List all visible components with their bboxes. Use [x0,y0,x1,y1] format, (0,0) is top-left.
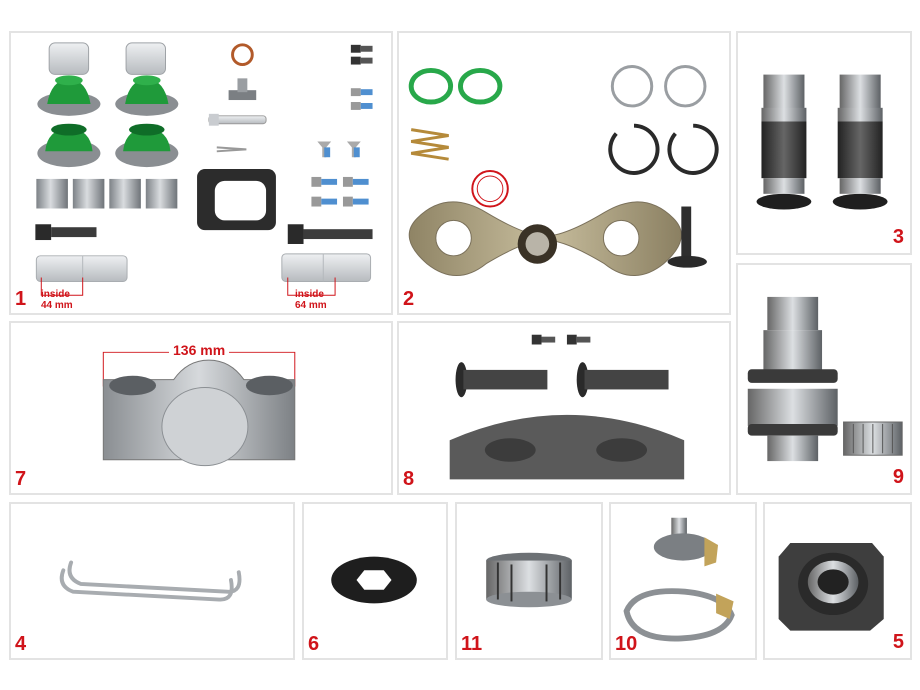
pin-icon [208,113,267,126]
wire-clip-icon [59,560,242,602]
inside-diameter-label-left: inside 44 mm [41,289,73,311]
panel-number: 7 [15,468,27,490]
seal-ring-icon [231,43,254,67]
inside-label: inside [41,289,70,300]
panel-number: 2 [403,288,415,310]
carrier-plate-icon [449,414,685,480]
panel-7-illustration [102,351,296,467]
panel-number: 6 [308,633,320,655]
bolt-icon [287,224,373,244]
panel-5-illustration [778,543,884,631]
panel-9-illustration [747,296,903,462]
gasket-icon [197,169,276,231]
needle-bearing-icon [843,421,903,456]
dust-cap-icon [48,42,166,75]
green-boot-icon [37,75,179,168]
panel-6-washer[interactable]: 6 [302,502,448,660]
panel-11-bearing[interactable]: 11 [455,502,603,660]
panel-2-plate-kit[interactable]: 2 [397,31,731,315]
inside-value: 44 mm [41,300,73,311]
stud-bolt-icon [455,362,669,398]
panel-1-illustration [35,42,373,296]
panel-4-illustration [59,560,242,602]
panel-6-illustration [331,556,417,604]
bolt-icon [35,224,97,241]
panel-number: 1 [15,288,27,310]
panel-8-illustration [449,334,685,480]
inside-label: inside [295,289,324,300]
guide-pin-icon [35,255,128,282]
sensor-holder-icon [228,78,257,101]
o-ring-icon [408,68,503,105]
screw-icon [311,44,373,207]
adjuster-shaft-icon [756,74,888,210]
panel-5-housing[interactable]: 5 [763,502,912,660]
panel-9-shaft-bearing[interactable]: 9 [736,263,912,495]
guide-pin-icon [281,253,372,282]
panel-number: 11 [461,633,483,655]
shaft-icon [667,206,707,268]
spring-icon [410,128,449,161]
seal-ring-icon [471,170,509,208]
panel-11-illustration [486,552,572,608]
bearing-housing-icon [778,543,884,631]
adjuster-shaft-icon [747,296,838,462]
gasket-plate-icon [623,588,735,642]
panel-2-illustration [408,65,719,276]
panel-7-bridge[interactable]: 136 mm 7 [9,321,393,495]
panel-number: 5 [892,631,904,653]
dimension-label: 136 mm [169,343,230,357]
gear-icon [653,517,719,567]
panel-8-carrier-plate[interactable]: 8 [397,321,731,495]
mounting-plate-icon [408,201,682,276]
panel-10-illustration [623,517,735,642]
bushing-icon [36,178,178,209]
inside-value: 64 mm [295,300,327,311]
panel-number: 4 [15,633,27,655]
screw-icon [531,334,591,345]
washer-icon [331,556,417,604]
panel-number: 3 [892,226,904,248]
panel-10-gear-kit[interactable]: 10 [609,502,757,660]
panel-number: 9 [892,466,904,488]
panel-1-repair-kit[interactable]: inside 44 mm inside 64 mm 1 [9,31,393,315]
caliper-bridge-icon [102,359,296,467]
panel-3-illustration [756,74,888,210]
panel-4-spring-clip[interactable]: 4 [9,502,295,660]
inside-diameter-label-right: inside 64 mm [295,289,327,311]
retaining-ring-icon [608,65,719,175]
clip-icon [216,146,247,153]
panel-number: 10 [615,633,638,655]
needle-bearing-icon [486,552,572,608]
panel-3-shafts[interactable]: 3 [736,31,912,255]
panel-number: 8 [403,468,415,490]
